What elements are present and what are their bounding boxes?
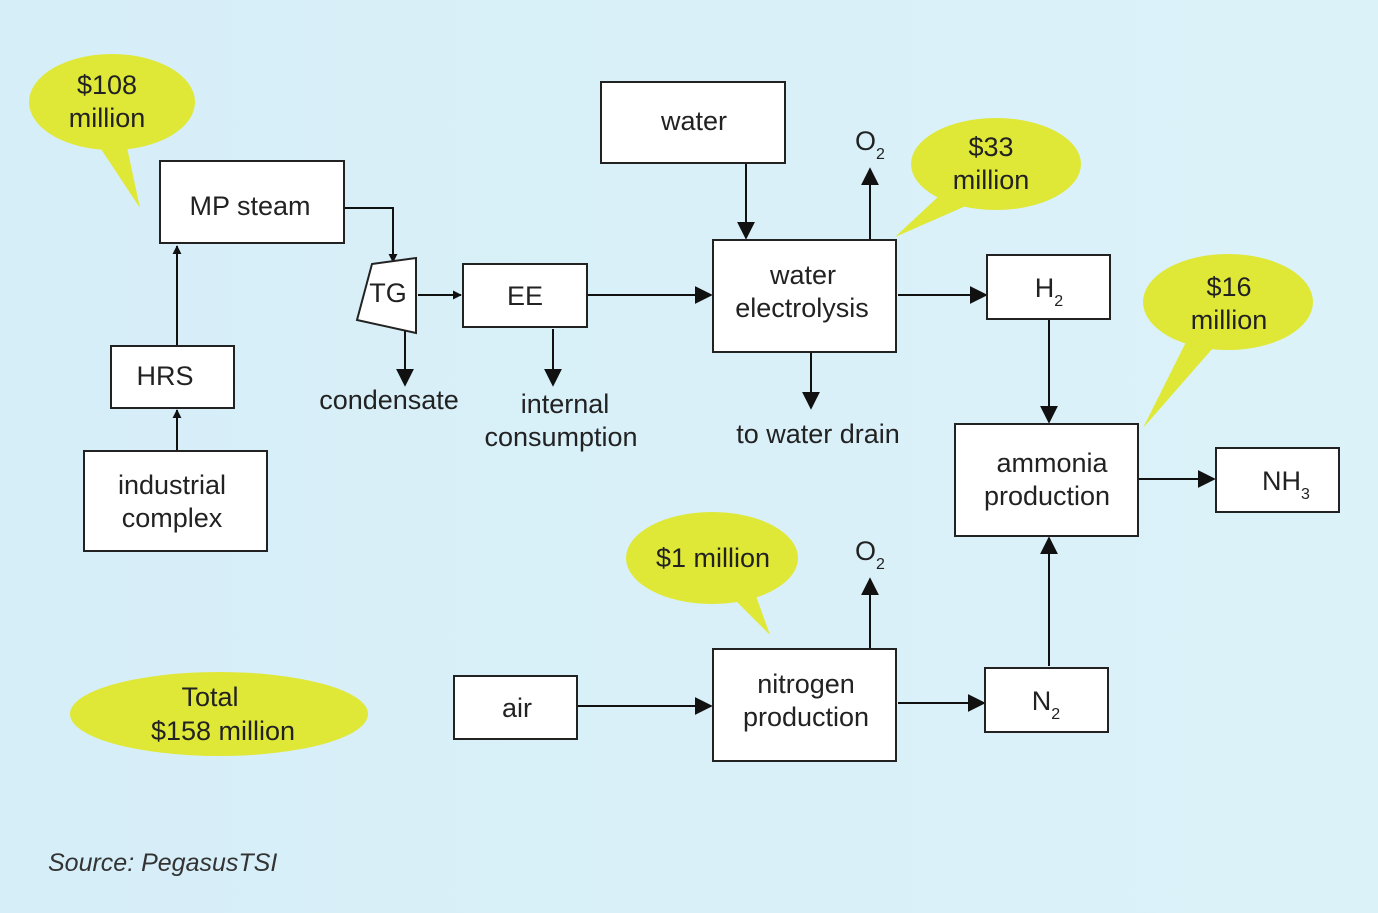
output-water-drain-label: to water drain	[736, 419, 900, 449]
callout-total-line1: Total	[181, 682, 238, 712]
box-nh3-label: NH3	[1262, 466, 1310, 503]
output-internal-line1: internal	[521, 389, 610, 419]
box-ee: EE	[462, 263, 588, 328]
callout-mp-steam-line2: million	[69, 103, 146, 133]
box-water-label: water	[660, 106, 727, 136]
turbine-tg-label: TG	[369, 278, 407, 308]
box-ee-label: EE	[507, 281, 543, 311]
box-nitrogen-line1: nitrogen	[757, 669, 855, 699]
box-nitrogen-line2: production	[743, 702, 869, 732]
callout-nitrogen-text: $1 million	[656, 543, 770, 573]
box-ammonia-line2: production	[984, 481, 1110, 511]
output-o2-bottom-label: O2	[855, 536, 885, 573]
flow-arrows	[172, 164, 1216, 715]
box-electrolysis-line1: water	[769, 260, 836, 290]
callout-ammonia-cost: $16 million	[1143, 254, 1313, 428]
box-ammonia-line1: ammonia	[996, 448, 1108, 478]
box-n2-label: N2	[1032, 686, 1061, 723]
box-hrs: HRS	[110, 345, 235, 409]
callout-electrolysis-cost: $33 million	[895, 118, 1081, 237]
arrow-mp-steam-to-tg	[345, 207, 398, 263]
turbine-generator-tg: TG	[355, 256, 417, 335]
output-o2-top-label: O2	[855, 126, 885, 163]
box-nh3: NH3	[1215, 447, 1340, 513]
callout-mp-steam-line1: $108	[77, 70, 137, 100]
callout-electrolysis-line2: million	[953, 165, 1030, 195]
callout-mp-steam-cost: $108 million	[29, 54, 195, 208]
callout-electrolysis-line1: $33	[968, 132, 1013, 162]
box-nitrogen-production: nitrogen production	[712, 648, 897, 762]
callout-ammonia-line1: $16	[1206, 272, 1251, 302]
callout-nitrogen-cost: $1 million	[626, 512, 798, 635]
box-h2-label: H2	[1035, 273, 1064, 310]
output-condensate-label: condensate	[319, 385, 459, 415]
box-industrial-line1: industrial	[118, 470, 226, 500]
box-mp-steam-label: MP steam	[189, 191, 310, 221]
box-air-label: air	[502, 693, 532, 723]
box-industrial-line2: complex	[122, 503, 223, 533]
callout-total-cost: Total $158 million	[70, 672, 368, 756]
source-credit: Source: PegasusTSI	[48, 849, 277, 877]
box-water-electrolysis: water electrolysis	[712, 239, 897, 353]
box-h2: H2	[986, 254, 1111, 320]
box-industrial-complex: industrial complex	[83, 450, 268, 552]
callout-ammonia-line2: million	[1191, 305, 1268, 335]
box-ammonia-production: ammonia production	[954, 423, 1139, 537]
box-electrolysis-line2: electrolysis	[735, 293, 869, 323]
box-hrs-label: HRS	[136, 361, 193, 391]
box-n2: N2	[984, 667, 1109, 733]
box-water: water	[600, 81, 786, 164]
box-mp-steam: MP steam	[159, 160, 345, 244]
callout-total-line2: $158 million	[151, 716, 295, 746]
box-air: air	[453, 675, 578, 740]
output-internal-line2: consumption	[484, 422, 637, 452]
